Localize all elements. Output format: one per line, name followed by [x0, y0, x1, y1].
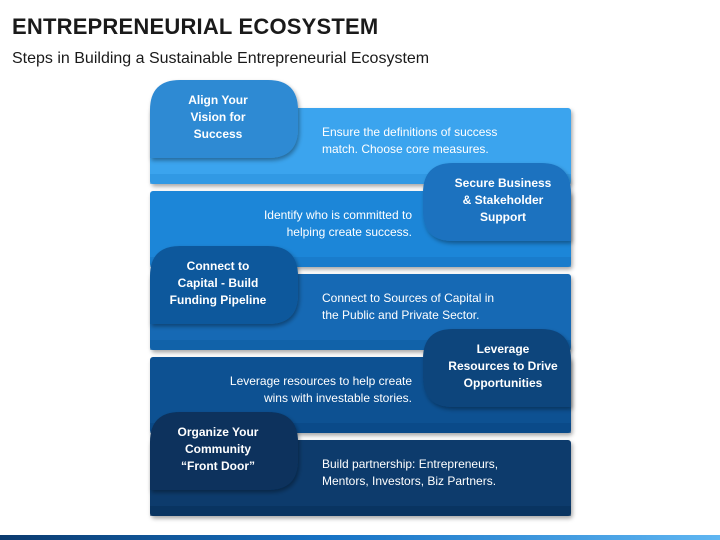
step-1-description-line: match. Choose core measures. — [322, 142, 489, 156]
step-5-title-line: “Front Door” — [181, 459, 255, 473]
step-3-description-line: Connect to Sources of Capital in — [322, 291, 494, 305]
step-5-band-shade — [150, 506, 571, 516]
step-2-description-line: helping create success. — [287, 225, 412, 239]
step-4-description-line: Leverage resources to help create — [230, 374, 412, 388]
step-1-bubble — [150, 80, 298, 158]
step-1-title-line: Vision for — [190, 110, 245, 124]
step-3-description: Connect to Sources of Capital in the Publ… — [322, 291, 494, 322]
step-4-description-line: wins with investable stories. — [263, 391, 412, 405]
step-3-band-shade — [150, 340, 571, 350]
step-2-title-line: & Stakeholder — [463, 193, 544, 207]
page-title: ENTREPRENEURIAL ECOSYSTEM — [12, 14, 379, 39]
step-5-description-line: Mentors, Investors, Biz Partners. — [322, 474, 496, 488]
step-3-description-line: the Public and Private Sector. — [322, 308, 479, 322]
step-1-title-line: Success — [194, 127, 243, 141]
step-2-description-line: Identify who is committed to — [264, 208, 412, 222]
step-3-title-line: Capital - Build — [178, 276, 259, 290]
step-5-description: Build partnership: Entrepreneurs, Mentors… — [322, 457, 498, 488]
step-2-bubble — [423, 163, 571, 241]
step-3-title-line: Funding Pipeline — [170, 293, 267, 307]
step-5-description-line: Build partnership: Entrepreneurs, — [322, 457, 498, 471]
step-5-title-line: Community — [185, 442, 251, 456]
step-4-bubble — [423, 329, 571, 407]
step-2-description: Identify who is committed to helping crea… — [264, 208, 412, 239]
step-2-title-line: Support — [480, 210, 526, 224]
footer-accent-bar — [0, 535, 720, 540]
step-5-bubble — [150, 412, 298, 490]
step-4-band-shade — [150, 423, 571, 433]
page-subtitle: Steps in Building a Sustainable Entrepre… — [12, 50, 430, 67]
step-1-band-shade — [150, 174, 571, 184]
step-3-bubble — [150, 246, 298, 324]
step-1-description: Ensure the definitions of success match. … — [322, 125, 497, 156]
step-4-title-line: Leverage — [477, 342, 530, 356]
step-1-description-line: Ensure the definitions of success — [322, 125, 497, 139]
step-4-description: Leverage resources to help create wins wi… — [230, 374, 412, 405]
step-2-band-shade — [150, 257, 571, 267]
step-2-title-line: Secure Business — [455, 176, 552, 190]
step-5-title-line: Organize Your — [178, 425, 259, 439]
step-3-title-line: Connect to — [187, 259, 250, 273]
step-4-title-line: Opportunities — [464, 376, 543, 390]
step-1-title-line: Align Your — [188, 93, 248, 107]
step-4-title-line: Resources to Drive — [448, 359, 558, 373]
